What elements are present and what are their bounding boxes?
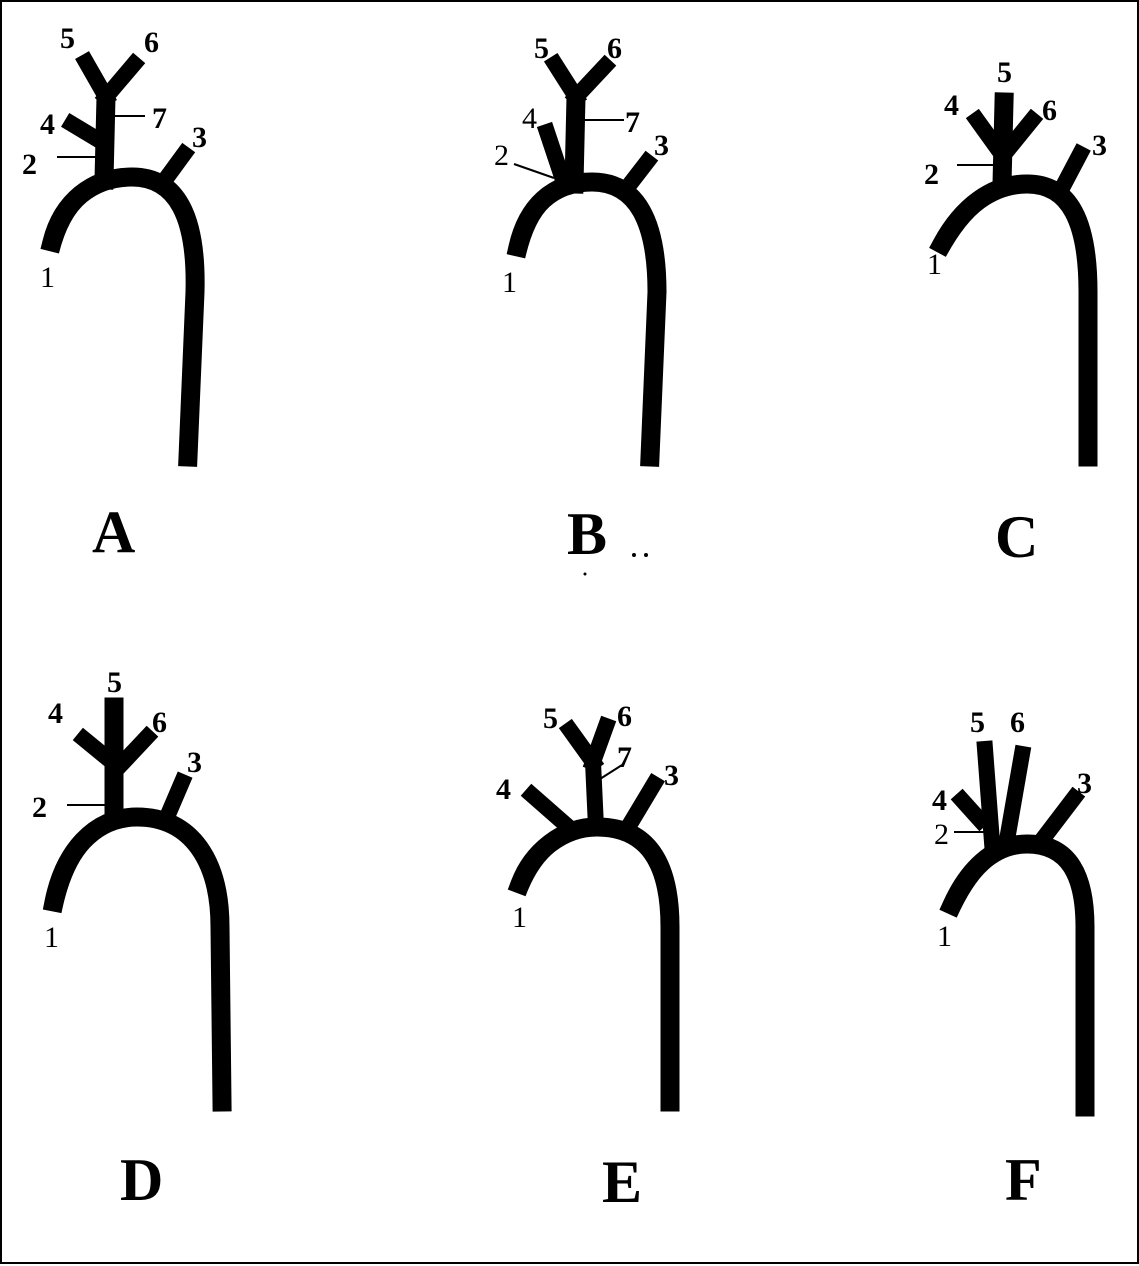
label-2: 2 [32, 791, 47, 824]
branch-3 [618, 150, 659, 196]
speck [644, 553, 648, 557]
branch-6 [994, 108, 1044, 164]
label-5: 5 [997, 56, 1012, 89]
speck [583, 572, 587, 576]
label-6: 6 [1010, 706, 1025, 739]
label-1: 1 [502, 266, 517, 299]
branch-6 [94, 52, 146, 109]
aortic-arch [507, 817, 680, 1112]
aortic-arch [929, 174, 1098, 467]
label-1: 1 [44, 921, 59, 954]
branch-6 [582, 715, 617, 773]
label-4: 4 [944, 89, 959, 122]
label-3: 3 [192, 121, 207, 154]
label-6: 6 [1042, 94, 1057, 127]
label-6: 6 [607, 32, 622, 65]
leader-2 [513, 163, 555, 179]
label-3: 3 [187, 746, 202, 779]
label-4: 4 [932, 784, 947, 817]
panel-letter: B [567, 501, 607, 567]
label-5: 5 [534, 32, 549, 65]
label-2: 2 [494, 139, 509, 172]
panel-letter: E [602, 1149, 642, 1215]
panel-letter: C [995, 504, 1038, 570]
label-1: 1 [937, 920, 952, 953]
label-6: 6 [617, 700, 632, 733]
label-5: 5 [970, 706, 985, 739]
aortic-arch [939, 834, 1095, 1117]
label-5: 5 [107, 666, 122, 699]
branch-3 [1049, 143, 1091, 203]
branch-5 [976, 740, 1001, 851]
branch-6 [997, 744, 1032, 850]
label-7: 7 [617, 741, 632, 774]
branch-3 [156, 771, 193, 828]
panel-f: 1 2 3 4 5 6 F [932, 706, 1095, 1213]
branch-4 [61, 113, 113, 153]
branch-6 [104, 725, 159, 782]
branch-4 [950, 788, 992, 832]
branch-4 [536, 121, 573, 188]
common-trunk [564, 87, 586, 194]
branch-3 [619, 773, 665, 835]
branch-3 [1030, 786, 1086, 852]
panel-letter: F [1005, 1147, 1042, 1213]
common-trunk [584, 753, 605, 836]
label-3: 3 [654, 129, 669, 162]
label-4: 4 [522, 102, 537, 135]
label-7: 7 [152, 102, 167, 135]
panel-letter: A [92, 499, 135, 565]
label-3: 3 [1092, 129, 1107, 162]
aortic-arch [42, 807, 232, 1112]
label-7: 7 [625, 106, 640, 139]
label-5: 5 [543, 702, 558, 735]
speck [632, 553, 636, 557]
label-2: 2 [934, 818, 949, 851]
aortic-arch [506, 172, 667, 467]
branch-4 [520, 783, 577, 836]
label-3: 3 [664, 759, 679, 792]
label-2: 2 [22, 148, 37, 181]
branch-4 [965, 108, 1012, 164]
branch-4 [72, 727, 124, 774]
label-4: 4 [40, 108, 55, 141]
branch-3 [153, 142, 196, 192]
label-4: 4 [48, 697, 63, 730]
label-6: 6 [144, 26, 159, 59]
label-4: 4 [496, 773, 511, 806]
panel-e: 1 3 4 5 6 7 E [496, 700, 680, 1215]
label-1: 1 [512, 901, 527, 934]
aortic-arch [40, 167, 205, 467]
label-5: 5 [60, 22, 75, 55]
branch-6 [564, 54, 617, 109]
label-3: 3 [1077, 767, 1092, 800]
label-6: 6 [152, 706, 167, 739]
panel-b: 1 2 3 4 5 6 7 B [494, 32, 669, 576]
panel-a: 1 2 3 4 5 6 7 A [22, 22, 207, 565]
panel-d: 1 2 3 4 5 6 D [32, 666, 232, 1213]
label-1: 1 [927, 248, 942, 281]
panel-c: 1 2 3 4 5 6 C [924, 56, 1107, 570]
label-2: 2 [924, 158, 939, 191]
panel-letter: D [120, 1147, 163, 1213]
label-1: 1 [40, 261, 55, 294]
leader-7 [599, 764, 623, 780]
